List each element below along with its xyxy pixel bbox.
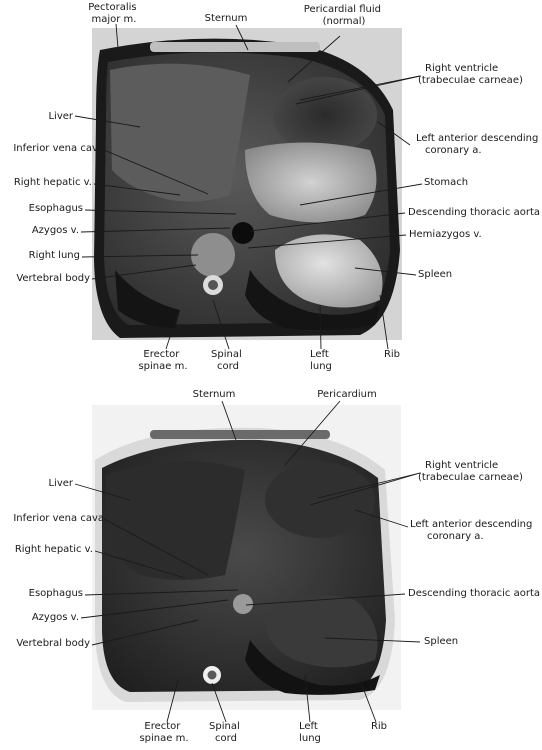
bottom-label-rib: Rib xyxy=(371,721,387,732)
leader-line xyxy=(359,679,377,723)
bottom-liver xyxy=(106,461,245,580)
top-chest-wall-fat xyxy=(150,42,320,52)
bottom-label-pericardium: Pericardium xyxy=(317,389,376,400)
leader-line xyxy=(379,294,389,350)
leader-line xyxy=(91,619,199,646)
top-liver xyxy=(110,63,250,202)
leader-line xyxy=(377,121,411,146)
leader-line xyxy=(304,674,311,723)
leader-line xyxy=(91,264,197,280)
leader-line xyxy=(93,183,181,196)
leader-line xyxy=(80,599,229,619)
top-label-azygos-v: Azygos v. xyxy=(32,225,79,236)
leader-line xyxy=(317,472,421,499)
top-label-spinal-cord: Spinal cord xyxy=(211,349,245,372)
leader-line xyxy=(115,23,119,49)
leader-line xyxy=(324,637,421,643)
top-label-descending-thoracic-aorta: Descending thoracic aorta xyxy=(408,207,540,218)
top-vertebral-body xyxy=(191,233,235,277)
top-spinal-cord xyxy=(208,280,218,290)
bottom-label-liver: Liver xyxy=(48,478,73,489)
top-label-inferior-vena-cava: Inferior vena cava xyxy=(13,143,104,154)
top-lung-right xyxy=(115,270,180,328)
leader-line xyxy=(235,24,249,51)
top-spleen xyxy=(275,234,383,308)
top-label-vertebral-body: Vertebral body xyxy=(16,273,90,284)
top-label-sternum: Sternum xyxy=(205,13,248,24)
top-label-esophagus: Esophagus xyxy=(29,203,83,214)
leader-line xyxy=(74,115,141,128)
leader-line xyxy=(84,209,237,215)
leader-line xyxy=(103,149,209,195)
bottom-label-inferior-vena-cava: Inferior vena cava xyxy=(13,513,104,524)
leader-lines xyxy=(74,23,423,723)
top-label-rib: Rib xyxy=(384,349,400,360)
leader-line xyxy=(245,593,406,606)
top-heart xyxy=(273,77,377,153)
leader-line xyxy=(94,550,186,579)
leader-line xyxy=(287,35,341,83)
bottom-lung-left xyxy=(245,640,380,695)
leader-line xyxy=(247,234,407,249)
bottom-label-spleen: Spleen xyxy=(424,636,458,647)
leader-line xyxy=(354,509,409,528)
bottom-label-right-ventricle: Right ventricle (trabeculae carneae) xyxy=(418,460,523,483)
top-label-left-anterior-descending: Left anterior descending coronary a. xyxy=(416,133,542,156)
bottom-label-right-hepatic-v: Right hepatic v. xyxy=(15,544,93,555)
leader-line xyxy=(284,400,341,466)
bottom-label-vertebral-body: Vertebral body xyxy=(16,638,90,649)
leader-line xyxy=(295,75,421,105)
top-stomach xyxy=(245,142,377,223)
bottom-label-descending-thoracic-aorta: Descending thoracic aorta xyxy=(408,588,540,599)
bottom-labels: Sternum Pericardium Right ventricle (tra… xyxy=(13,389,540,744)
leader-line xyxy=(103,518,209,576)
top-label-right-lung: Right lung xyxy=(29,250,80,261)
leader-line xyxy=(166,679,179,723)
bottom-mri-image xyxy=(92,405,401,710)
bottom-label-esophagus: Esophagus xyxy=(29,588,83,599)
leader-line xyxy=(309,472,421,506)
leader-line xyxy=(354,267,417,276)
top-label-right-ventricle: Right ventricle (trabeculae carneae) xyxy=(418,63,523,86)
top-lung-left xyxy=(245,270,380,330)
leader-line xyxy=(212,299,230,350)
bottom-aorta xyxy=(233,594,253,614)
leader-line xyxy=(81,254,199,258)
leader-line xyxy=(221,400,237,441)
leader-line xyxy=(249,212,406,232)
leader-line xyxy=(299,183,423,206)
bottom-chest-wall xyxy=(150,430,330,439)
bottom-label-erector-spinae: Erector spinae m. xyxy=(139,721,188,744)
bottom-label-left-anterior-descending: Left anterior descending coronary a. xyxy=(410,519,536,542)
top-labels: Pectoralis major m. Sternum Pericardial … xyxy=(13,2,542,372)
leader-line xyxy=(74,483,131,501)
top-label-erector-spinae: Erector spinae m. xyxy=(138,349,187,372)
leader-line xyxy=(165,311,179,350)
top-label-hemiazygos-v: Hemiazygos v. xyxy=(409,229,482,240)
top-label-liver: Liver xyxy=(48,111,73,122)
bottom-spinal-cord xyxy=(207,670,217,680)
top-label-right-hepatic-v: Right hepatic v. xyxy=(14,177,92,188)
bottom-label-azygos-v: Azygos v. xyxy=(32,612,79,623)
bottom-heart xyxy=(265,462,375,538)
top-label-pectoralis-major: Pectoralis major m. xyxy=(88,2,140,25)
top-label-stomach: Stomach xyxy=(424,177,468,188)
leader-line xyxy=(319,304,322,350)
top-mri-image xyxy=(92,28,402,340)
bottom-label-sternum: Sternum xyxy=(193,389,236,400)
top-label-pericardial-fluid: Pericardial fluid (normal) xyxy=(304,4,384,27)
leader-line xyxy=(299,75,421,101)
leader-line xyxy=(211,682,227,723)
top-label-left-lung: Left lung xyxy=(310,349,332,372)
bottom-label-left-lung: Left lung xyxy=(299,721,321,744)
leader-line xyxy=(80,227,231,233)
top-label-spleen: Spleen xyxy=(418,269,452,280)
top-aorta xyxy=(232,222,254,244)
bottom-spleen xyxy=(264,595,378,668)
leader-line xyxy=(84,589,239,596)
bottom-label-spinal-cord: Spinal cord xyxy=(209,721,243,744)
